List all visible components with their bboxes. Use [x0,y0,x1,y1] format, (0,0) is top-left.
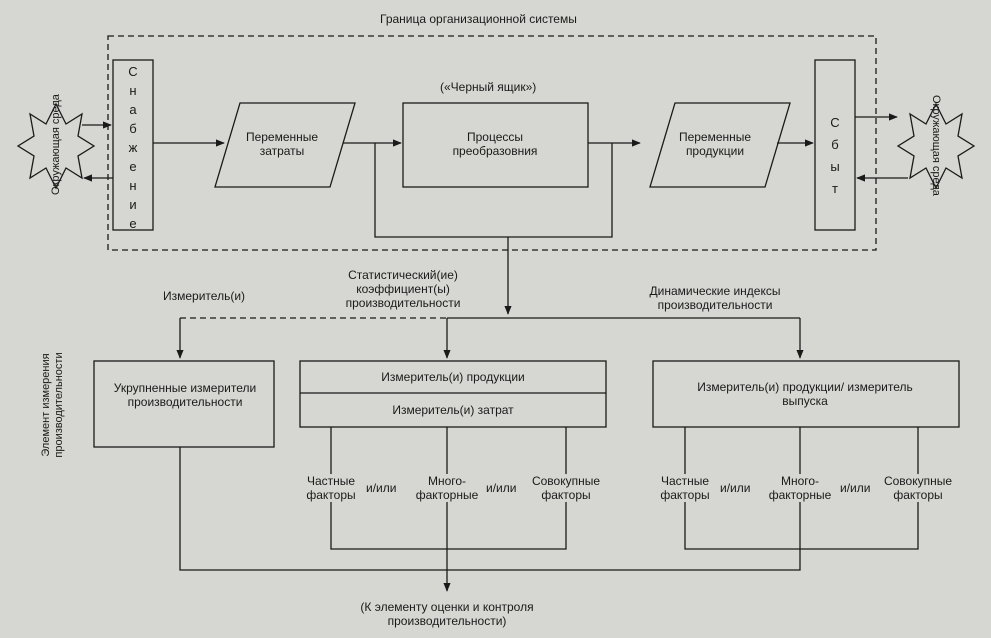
processes-label: Процессы преобразовния [452,130,538,158]
aggregate-meters-label: Укрупненные измерители производительност… [113,381,257,409]
product-output-meters-label: Измеритель(и) продукции/ измеритель выпу… [697,380,913,408]
system-boundary [107,35,877,251]
boundary-title: Граница организационной системы [380,12,577,26]
dynamic-indices-label: Динамические индексы производительности [649,284,781,312]
and-or-right-1: и/или [720,481,751,495]
and-or-right-2: и/или [840,481,871,495]
variable-products-label: Переменные продукции [678,130,752,158]
variable-costs-label: Переменные затраты [245,130,319,158]
total-factors-left: Совокупные факторы [530,474,602,502]
multi-factors-right: Много- факторные [765,474,835,502]
product-meters-label: Измеритель(и) продукции [381,370,525,384]
supply-box [112,59,154,231]
total-factors-right: Совокупные факторы [880,474,956,502]
environment-label-right: Окружающая среда [930,95,942,196]
partial-factors-left: Частные факторы [298,474,364,502]
product-output-meters-box [652,360,960,428]
bottom-target-label: (К элементу оценки и контроля производит… [360,600,534,628]
aggregate-meters-box [93,360,275,448]
environment-star-right [896,102,976,190]
environment-star-left [16,102,96,190]
sales-box [814,59,856,231]
variable-products-shape [649,102,791,188]
statistical-coefficients-label: Статистический(ие) коэффициент(ы) произв… [345,268,461,310]
environment-label-left: Окружающая среда [50,94,62,195]
partial-factors-right: Частные факторы [652,474,718,502]
black-box-label: («Черный ящик») [440,80,537,94]
and-or-left-2: и/или [486,481,517,495]
cost-meters-label: Измеритель(и) затрат [392,403,514,417]
processes-box [402,102,589,188]
variable-costs-shape [214,102,356,188]
multi-factors-left: Много- факторные [412,474,482,502]
element-side-label: Элемент измерения производительности [40,352,65,458]
meters-label: Измеритель(и) [163,289,246,303]
product-cost-meters-box [299,360,607,428]
and-or-left-1: и/или [366,481,397,495]
